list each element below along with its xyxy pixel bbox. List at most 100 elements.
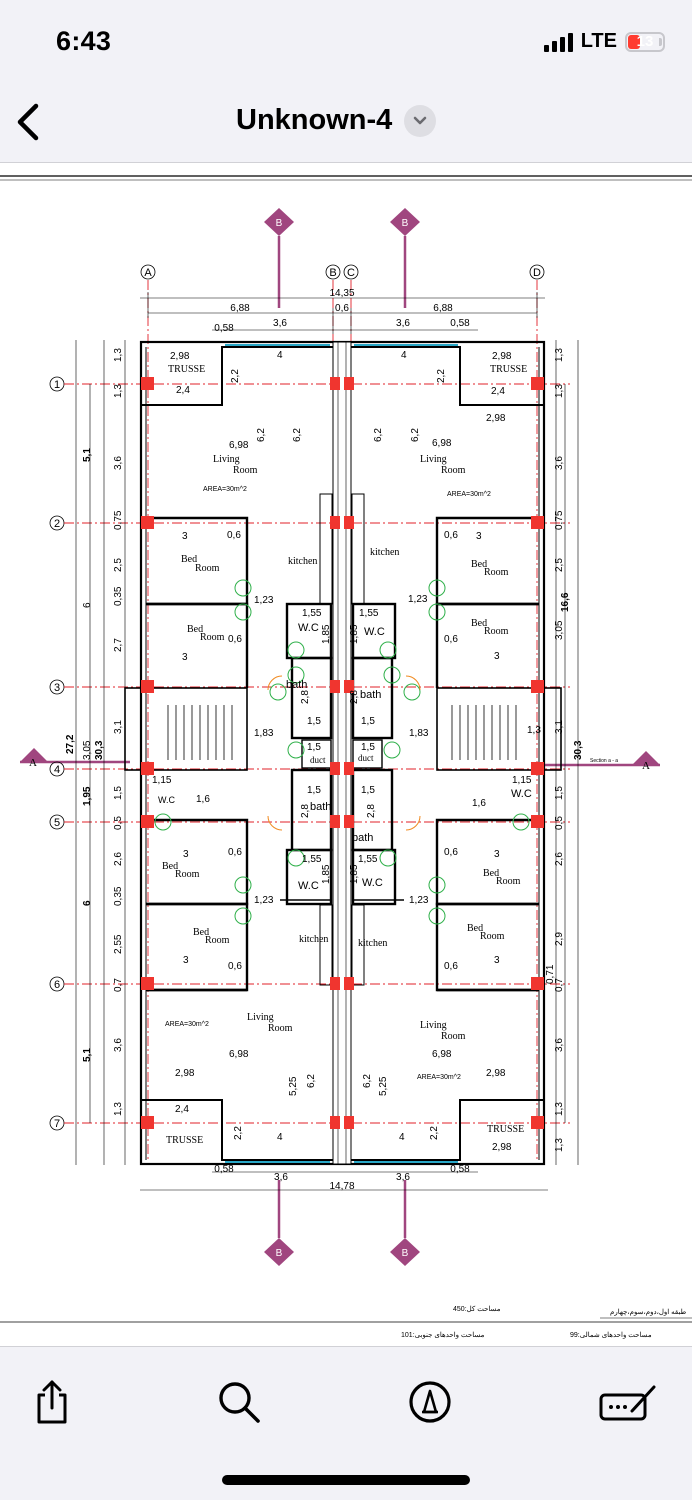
svg-text:Room: Room: [441, 1031, 466, 1042]
svg-text:1,3: 1,3: [113, 1102, 124, 1116]
document-title: Unknown-4: [236, 104, 393, 136]
svg-text:6,2: 6,2: [306, 1074, 317, 1088]
svg-text:مساحت کل:450: مساحت کل:450: [453, 1305, 501, 1313]
svg-text:AREA=30m^2: AREA=30m^2: [203, 486, 247, 493]
svg-text:2,98: 2,98: [492, 351, 512, 362]
svg-text:1,23: 1,23: [254, 895, 274, 906]
svg-text:A: A: [29, 757, 37, 769]
svg-text:1,95: 1,95: [82, 786, 93, 806]
svg-text:6,98: 6,98: [229, 1049, 249, 1060]
svg-text:TRUSSE: TRUSSE: [487, 1124, 524, 1135]
back-button[interactable]: [14, 102, 44, 142]
network-label: LTE: [580, 30, 617, 52]
title-dropdown-button[interactable]: [404, 104, 437, 137]
trusse-walls-top: [141, 346, 544, 1161]
title-menu[interactable]: Unknown-4: [236, 104, 437, 137]
svg-text:W.C: W.C: [298, 880, 319, 892]
central-wall: [332, 341, 352, 1165]
svg-text:3,05: 3,05: [554, 620, 565, 640]
svg-text:2,98: 2,98: [175, 1068, 195, 1079]
svg-text:2,5: 2,5: [113, 558, 124, 572]
svg-text:1,85: 1,85: [321, 864, 332, 884]
svg-text:1,3: 1,3: [554, 1102, 565, 1116]
svg-text:16,6: 16,6: [560, 592, 571, 612]
bottom-dimensions: [140, 1171, 548, 1191]
svg-text:1,3: 1,3: [113, 348, 124, 362]
search-button[interactable]: [214, 1377, 264, 1427]
svg-text:5,25: 5,25: [288, 1076, 299, 1096]
grid-row-labels: 1 2 3 4 5 6 7: [49, 376, 65, 1131]
svg-text:Room: Room: [441, 465, 466, 476]
room-dimension-labels: 2,98 2,98 2,98 2,98 2,98 2,98 2,4 2,4 2,…: [152, 350, 541, 1153]
svg-text:AREA=30m^2: AREA=30m^2: [165, 1021, 209, 1028]
svg-text:Room: Room: [195, 563, 220, 574]
svg-text:W.C: W.C: [364, 626, 385, 638]
central-wall-hatch: [337, 342, 347, 1164]
svg-text:1,3: 1,3: [554, 348, 565, 362]
svg-text:3: 3: [54, 682, 60, 694]
svg-text:0,58: 0,58: [450, 318, 470, 329]
svg-text:Bed: Bed: [193, 927, 209, 938]
svg-text:1,5: 1,5: [361, 785, 375, 796]
svg-text:3: 3: [476, 531, 482, 542]
svg-text:0,7: 0,7: [554, 978, 565, 992]
bottom-dimension-labels: 14,78 3,6 3,6 0,58 0,58: [214, 1164, 470, 1192]
markup-button[interactable]: [405, 1377, 455, 1427]
svg-text:1,5: 1,5: [307, 785, 321, 796]
svg-text:3,6: 3,6: [396, 1172, 410, 1183]
svg-text:0,35: 0,35: [113, 886, 124, 906]
svg-text:1,83: 1,83: [409, 728, 429, 739]
svg-text:B: B: [276, 218, 283, 229]
svg-text:4: 4: [401, 350, 407, 361]
left-dimensions: [75, 340, 126, 1165]
svg-text:2,2: 2,2: [230, 369, 241, 383]
svg-text:6,98: 6,98: [432, 438, 452, 449]
svg-text:1,23: 1,23: [254, 595, 274, 606]
svg-text:1,3: 1,3: [554, 384, 565, 398]
svg-text:2: 2: [54, 518, 60, 530]
svg-text:duct: duct: [310, 755, 326, 765]
section-marker-b-top-right: B: [390, 208, 420, 308]
svg-text:1,55: 1,55: [302, 854, 322, 865]
svg-text:Room: Room: [200, 632, 225, 643]
section-marker-a-right: A Section a - a: [545, 751, 660, 772]
svg-text:W.C: W.C: [511, 788, 532, 800]
svg-text:30,3: 30,3: [94, 740, 105, 760]
svg-text:مساحت واحدهای جنوبی:101: مساحت واحدهای جنوبی:101: [401, 1331, 485, 1339]
svg-text:Room: Room: [175, 869, 200, 880]
section-marker-b-bottom-left: B: [264, 1180, 294, 1266]
document-viewer[interactable]: B B B B A A Section a - a: [0, 163, 692, 1346]
svg-text:0,7: 0,7: [113, 978, 124, 992]
svg-text:3,05: 3,05: [82, 740, 93, 760]
svg-text:6,88: 6,88: [433, 303, 453, 314]
svg-text:5,1: 5,1: [82, 448, 93, 462]
status-bar: 6:43 LTE 13: [0, 0, 692, 84]
svg-text:3: 3: [494, 955, 500, 966]
share-button[interactable]: [27, 1377, 77, 1427]
svg-text:Living: Living: [420, 454, 447, 465]
svg-text:0,6: 0,6: [444, 634, 458, 645]
svg-text:Bed: Bed: [467, 923, 483, 934]
svg-text:0,58: 0,58: [450, 1164, 470, 1175]
svg-text:bath: bath: [360, 689, 381, 701]
svg-text:14,78: 14,78: [329, 1181, 354, 1192]
svg-text:bath: bath: [286, 679, 307, 691]
wet-room-labels: W.C W.C W.C W.C W.C W.C bath bath bath b…: [158, 622, 532, 892]
svg-text:6,2: 6,2: [256, 428, 267, 442]
svg-text:3: 3: [182, 652, 188, 663]
svg-text:1,5: 1,5: [554, 786, 565, 800]
svg-text:bath: bath: [310, 801, 331, 813]
svg-text:6: 6: [82, 602, 93, 608]
svg-text:Room: Room: [205, 935, 230, 946]
signature-button[interactable]: [597, 1377, 661, 1427]
grid-column-labels: A B C D: [140, 264, 545, 280]
svg-text:1,55: 1,55: [358, 854, 378, 865]
svg-text:1,15: 1,15: [152, 775, 172, 786]
svg-text:3: 3: [494, 651, 500, 662]
chevron-left-icon: [17, 103, 39, 141]
svg-text:0,6: 0,6: [228, 847, 242, 858]
svg-text:2,55: 2,55: [113, 934, 124, 954]
svg-text:1,5: 1,5: [307, 716, 321, 727]
door-markers: [154, 579, 530, 925]
svg-text:3,6: 3,6: [274, 1172, 288, 1183]
